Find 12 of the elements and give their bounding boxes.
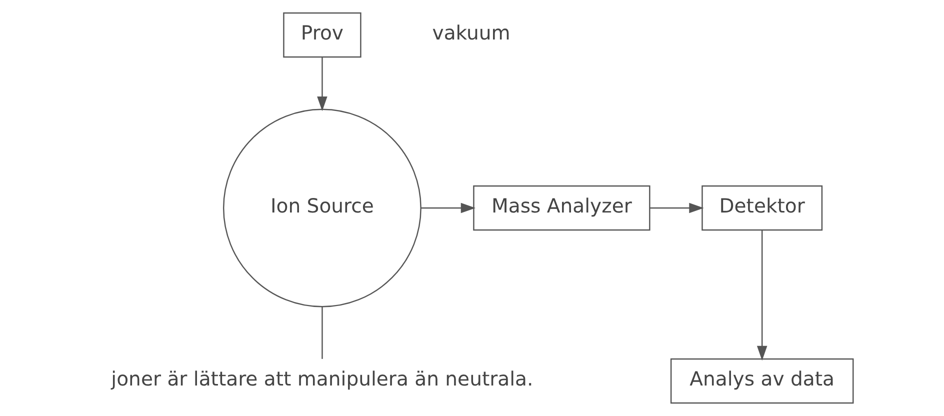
connector bbox=[321, 306, 322, 359]
arrow bbox=[649, 202, 704, 214]
node-box: Mass Analyzer bbox=[472, 185, 650, 231]
node-circle: Ion Source bbox=[222, 108, 421, 308]
label: vakuum bbox=[432, 22, 510, 45]
arrow bbox=[420, 202, 476, 214]
node-box: Analys av data bbox=[670, 358, 854, 404]
node-box: Detektor bbox=[701, 185, 822, 231]
arrow bbox=[316, 57, 327, 112]
node-text: joner är lättare att manipulera än neutrala. bbox=[110, 368, 533, 391]
node-box: Prov bbox=[282, 12, 361, 58]
arrow bbox=[756, 230, 767, 361]
